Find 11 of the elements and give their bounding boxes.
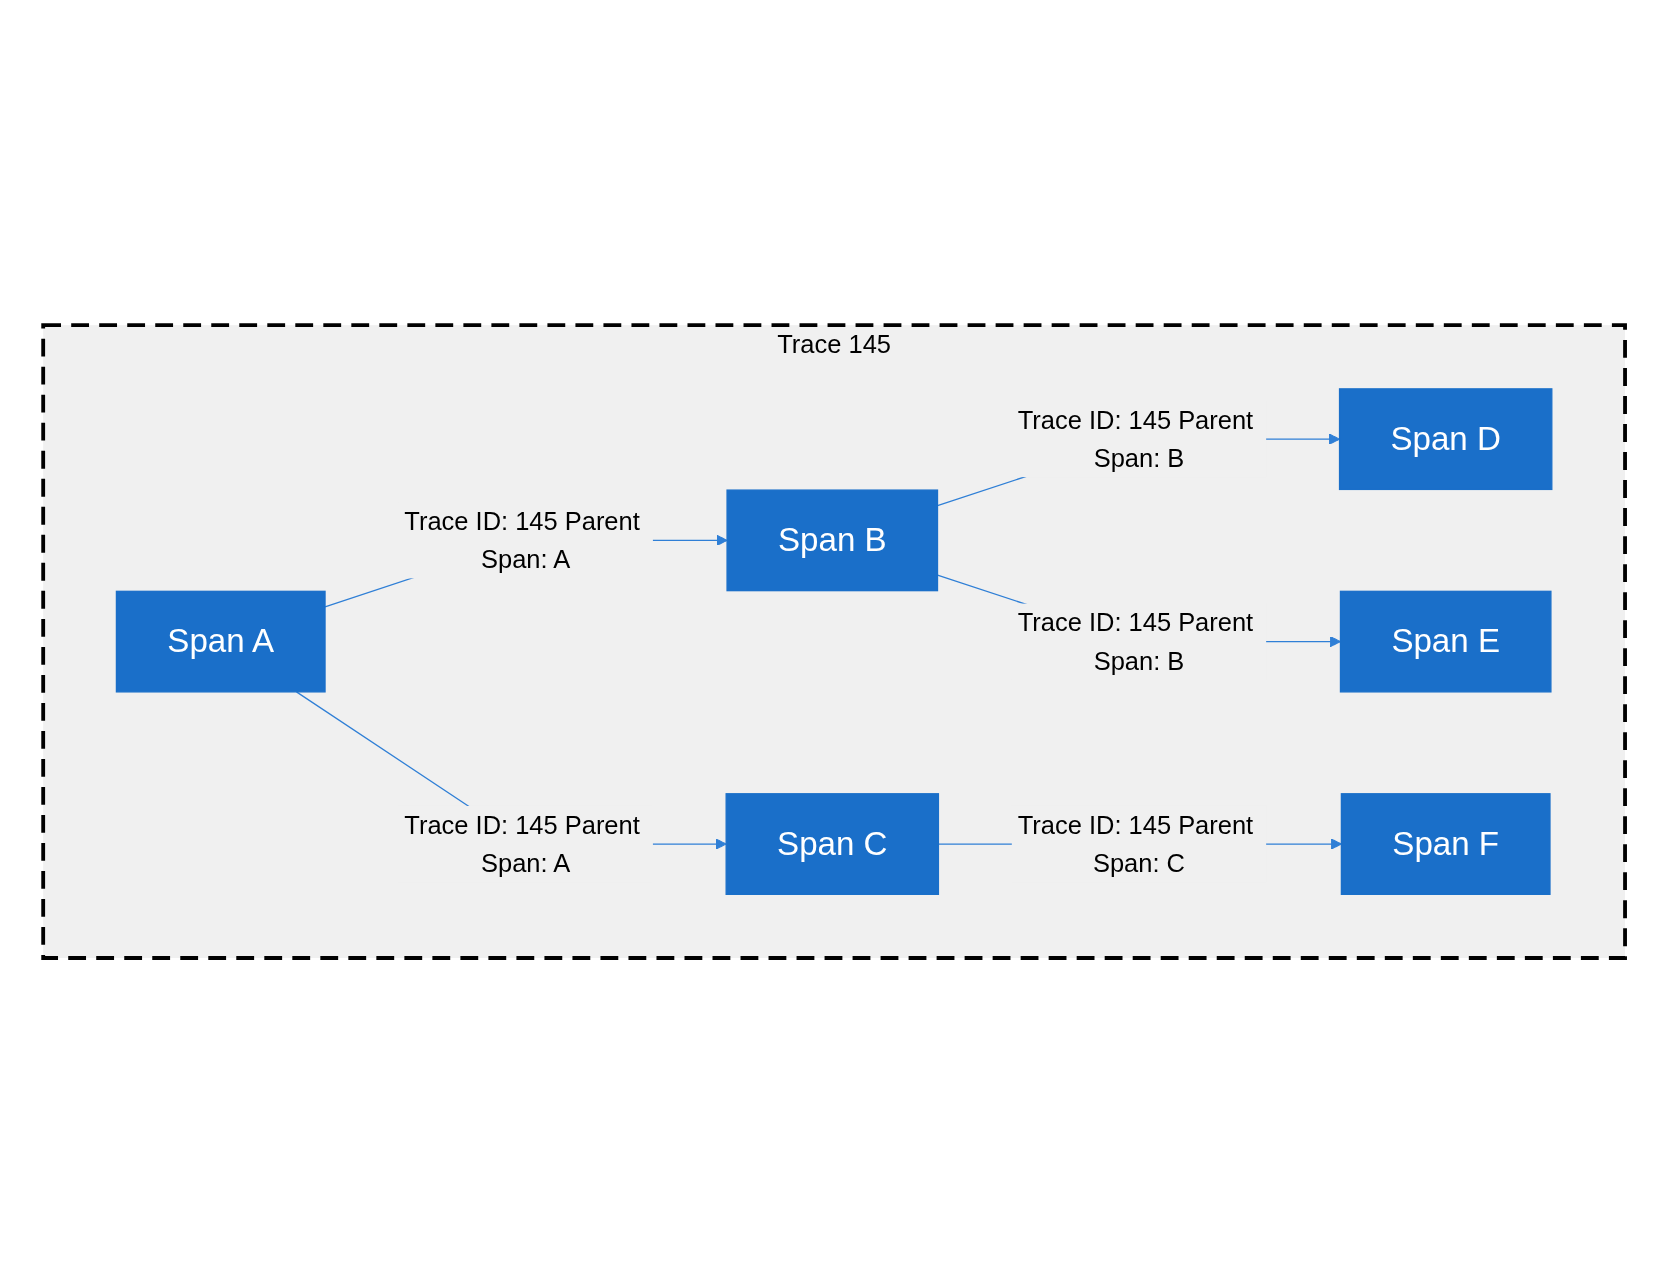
edge-label: Trace ID: 145 Parent Span: C xyxy=(1018,811,1254,878)
node-box xyxy=(1339,388,1553,491)
node-box xyxy=(1341,793,1551,896)
node-box xyxy=(116,591,327,693)
node-box xyxy=(1340,591,1552,693)
node-box xyxy=(725,793,940,896)
edge-label: Trace ID: 145 Parent Span: A xyxy=(404,507,641,574)
edge-label: Trace ID: 145 Parent Span: B xyxy=(1018,608,1254,676)
edge-label: Trace ID: 145 Parent Span: B xyxy=(1018,406,1254,473)
edge-label: Trace ID: 145 Parent Span: A xyxy=(404,811,641,878)
node-box xyxy=(726,489,939,592)
